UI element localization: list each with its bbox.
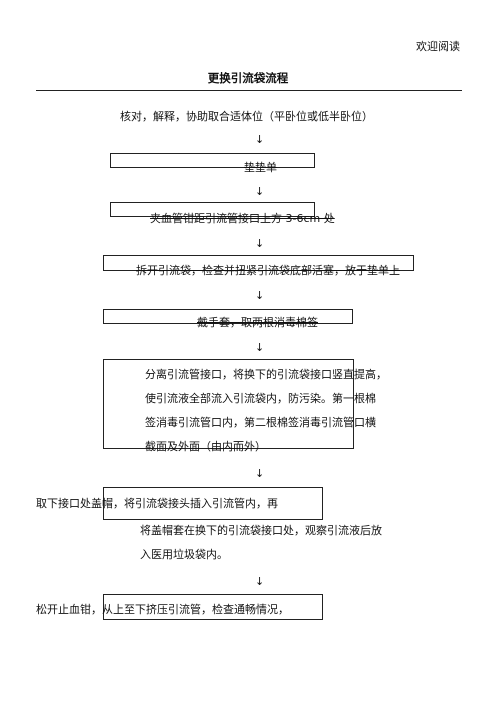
step-5-text: 戴手套，取两根消毒棉签	[197, 316, 318, 329]
step-4-box	[103, 255, 414, 271]
arrow-down-icon: ↓	[255, 289, 265, 302]
arrow-down-icon: ↓	[255, 467, 265, 480]
header-welcome: 欢迎阅读	[416, 40, 460, 53]
arrow-down-icon: ↓	[255, 237, 265, 250]
step-6-line-3: 签消毒引流管口内，第二根棉签消毒引流管口横	[145, 416, 376, 429]
page-title: 更换引流袋流程	[207, 71, 289, 85]
arrow-down-icon: ↓	[255, 185, 265, 198]
step-4-text: 拆开引流袋，检查并扭紧引流袋底部活塞，放于垫单上	[136, 264, 400, 277]
step-1-text: 核对，解释，协助取合适体位（平卧位或低半卧位）	[120, 110, 373, 123]
step-2-text: 垫垫单	[244, 161, 277, 174]
step-3-text: 夹血管钳距引流管接口上方 3-6cm 处	[150, 212, 335, 225]
title-divider	[36, 90, 462, 91]
step-7-line-1: 取下接口处盖帽，将引流袋接头插入引流管内，再	[36, 497, 278, 510]
step-8-box	[103, 594, 323, 620]
step-2-box	[110, 153, 315, 168]
step-6-line-2: 使引流液全部流入引流袋内，防污染。第一根棉	[145, 392, 376, 405]
step-6-box	[103, 359, 354, 449]
step-3-box	[110, 202, 315, 217]
arrow-down-icon: ↓	[255, 341, 265, 354]
step-5-box	[103, 309, 353, 324]
step-7-line-3: 入医用垃圾袋内。	[140, 548, 228, 561]
step-8-text: 松开止血钳，从上至下挤压引流管，检查通畅情况，	[36, 603, 289, 616]
step-6-line-4: 截面及外面（由内而外）	[145, 440, 266, 453]
step-7-box	[103, 487, 323, 520]
step-6-line-1: 分离引流管接口，将换下的引流袋接口竖直提高，	[145, 368, 387, 381]
arrow-down-icon: ↓	[255, 133, 265, 146]
arrow-down-icon: ↓	[255, 575, 265, 588]
step-7-line-2: 将盖帽套在换下的引流袋接口处，观察引流液后放	[140, 524, 382, 537]
